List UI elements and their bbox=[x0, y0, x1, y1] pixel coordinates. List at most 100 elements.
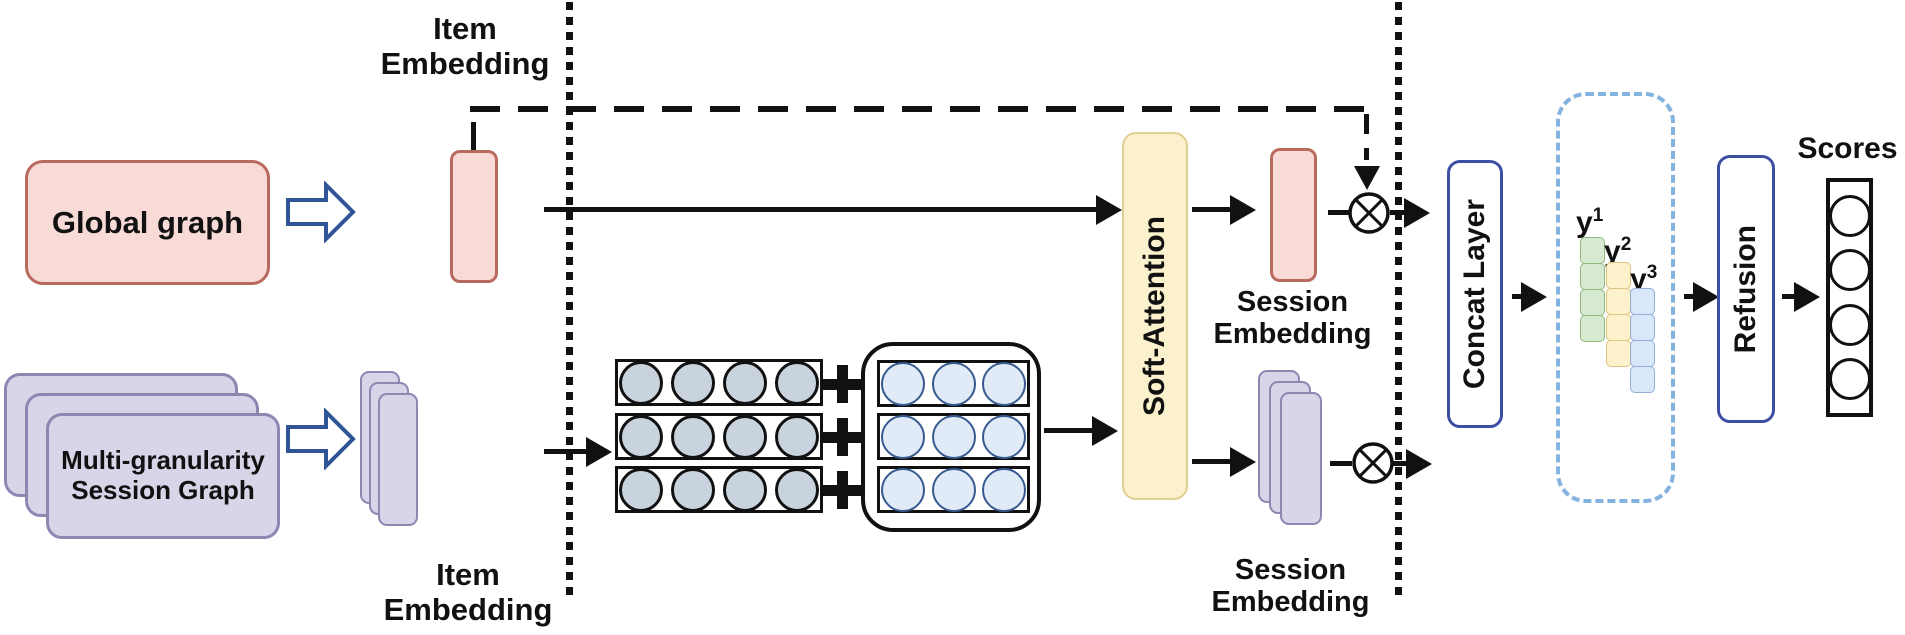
item-embedding-top-label: Item Embedding bbox=[380, 11, 550, 81]
blue-matrix-row bbox=[877, 413, 1030, 460]
y3-vector bbox=[1630, 288, 1655, 393]
arrowhead bbox=[1092, 416, 1118, 446]
arrow-line bbox=[1390, 210, 1408, 215]
y2-base: y bbox=[1604, 235, 1621, 268]
arrow-line bbox=[1044, 428, 1094, 433]
gray-matrix-row bbox=[615, 466, 823, 513]
arrow-line bbox=[544, 207, 1102, 212]
arrow-line bbox=[1782, 294, 1796, 299]
blue-matrix-container bbox=[861, 342, 1041, 532]
skip-connection-arrowhead-down bbox=[1354, 166, 1380, 190]
arrow-line bbox=[1684, 294, 1696, 299]
vector-cell bbox=[1580, 263, 1605, 290]
item-embedding-bottom-label: Item Embedding bbox=[383, 557, 553, 627]
vector-cell bbox=[881, 361, 925, 406]
session-embedding-top-label: Session Embedding bbox=[1213, 286, 1372, 351]
soft-attention-label: Soft-Attention bbox=[1138, 216, 1171, 416]
block-arrow-icon bbox=[286, 181, 356, 243]
vector-cell bbox=[619, 467, 663, 512]
session-embedding-pink bbox=[1270, 148, 1317, 282]
vector-cell bbox=[1828, 194, 1871, 237]
skip-connection-dashed-line bbox=[470, 106, 1368, 112]
arrow-line bbox=[1192, 207, 1232, 212]
global-graph-label: Global graph bbox=[51, 204, 244, 240]
vector-cell bbox=[931, 361, 976, 406]
session-graph-stack-front: Multi-granularity Session Graph bbox=[46, 413, 280, 539]
global-graph-box: Global graph bbox=[25, 160, 270, 285]
vector-cell bbox=[982, 414, 1026, 459]
vector-cell bbox=[931, 467, 976, 512]
arrowhead bbox=[1230, 447, 1256, 477]
arrowhead bbox=[1521, 282, 1547, 312]
vector-cell bbox=[1828, 358, 1871, 401]
refusion-label: Refusion bbox=[1729, 224, 1762, 354]
block-arrow-icon bbox=[286, 408, 356, 470]
vector-cell bbox=[1828, 249, 1871, 292]
arrowhead bbox=[1693, 282, 1719, 312]
vector-cell bbox=[619, 360, 663, 405]
vector-cell bbox=[1580, 315, 1605, 342]
arrow-line bbox=[544, 449, 588, 454]
otimes-icon bbox=[1352, 442, 1394, 484]
vector-cell bbox=[931, 414, 976, 459]
vector-cell bbox=[1630, 366, 1655, 393]
scores-vector bbox=[1826, 178, 1873, 417]
plus-icon bbox=[823, 365, 861, 403]
vector-cell bbox=[671, 414, 715, 459]
vector-cell bbox=[1606, 262, 1631, 289]
vector-cell bbox=[1606, 340, 1631, 367]
vector-cell bbox=[881, 414, 925, 459]
arrow-line bbox=[1328, 210, 1352, 215]
arrowhead bbox=[1404, 198, 1430, 228]
vector-cell bbox=[671, 360, 715, 405]
blue-matrix-row bbox=[877, 466, 1030, 513]
arrow-line bbox=[1330, 461, 1352, 466]
y1-base: y bbox=[1576, 206, 1593, 239]
y-vectors-dashed-container bbox=[1556, 92, 1675, 503]
dotted-separator-right bbox=[1395, 2, 1402, 600]
concat-layer-box: Concat Layer bbox=[1447, 160, 1503, 428]
vector-cell bbox=[1828, 303, 1871, 346]
soft-attention-box: Soft-Attention bbox=[1122, 132, 1188, 500]
y3-label: y3 bbox=[1630, 263, 1657, 295]
arrow-line bbox=[1512, 294, 1524, 299]
plus-icon bbox=[823, 418, 861, 456]
blue-matrix-row bbox=[877, 360, 1030, 407]
vector-cell bbox=[1580, 289, 1605, 316]
y2-label: y2 bbox=[1604, 235, 1631, 267]
y1-sup: 1 bbox=[1592, 205, 1604, 226]
arrowhead bbox=[1406, 449, 1432, 479]
vector-cell bbox=[775, 360, 819, 405]
concat-layer-label: Concat Layer bbox=[1458, 198, 1491, 390]
refusion-box: Refusion bbox=[1717, 155, 1775, 423]
vector-cell bbox=[881, 467, 925, 512]
vector-cell bbox=[723, 467, 767, 512]
scores-label: Scores bbox=[1797, 132, 1898, 165]
arrowhead bbox=[586, 437, 612, 467]
vector-cell bbox=[723, 360, 767, 405]
y2-vector bbox=[1606, 262, 1631, 367]
arrowhead bbox=[1794, 282, 1820, 312]
vector-cell bbox=[1630, 314, 1655, 341]
session-embedding-purple-front bbox=[1280, 392, 1322, 525]
skip-connection-drop-line bbox=[1364, 114, 1369, 160]
vector-cell bbox=[775, 467, 819, 512]
vector-cell bbox=[619, 414, 663, 459]
y2-sup: 2 bbox=[1620, 234, 1632, 255]
multi-granularity-label: Multi-granularity Session Graph bbox=[61, 445, 265, 505]
plus-icon bbox=[823, 471, 861, 509]
session-embedding-bottom-label: Session Embedding bbox=[1211, 554, 1370, 619]
vector-cell bbox=[1630, 288, 1655, 315]
arrowhead bbox=[1230, 195, 1256, 225]
y3-base: y bbox=[1630, 263, 1647, 296]
arrow-line bbox=[1192, 459, 1232, 464]
vector-cell bbox=[775, 414, 819, 459]
y1-label: y1 bbox=[1576, 206, 1603, 238]
y3-sup: 3 bbox=[1646, 262, 1658, 283]
y1-vector bbox=[1580, 237, 1605, 342]
vector-cell bbox=[982, 467, 1026, 512]
vector-cell bbox=[671, 467, 715, 512]
vector-cell bbox=[1580, 237, 1605, 264]
vector-cell bbox=[982, 361, 1026, 406]
